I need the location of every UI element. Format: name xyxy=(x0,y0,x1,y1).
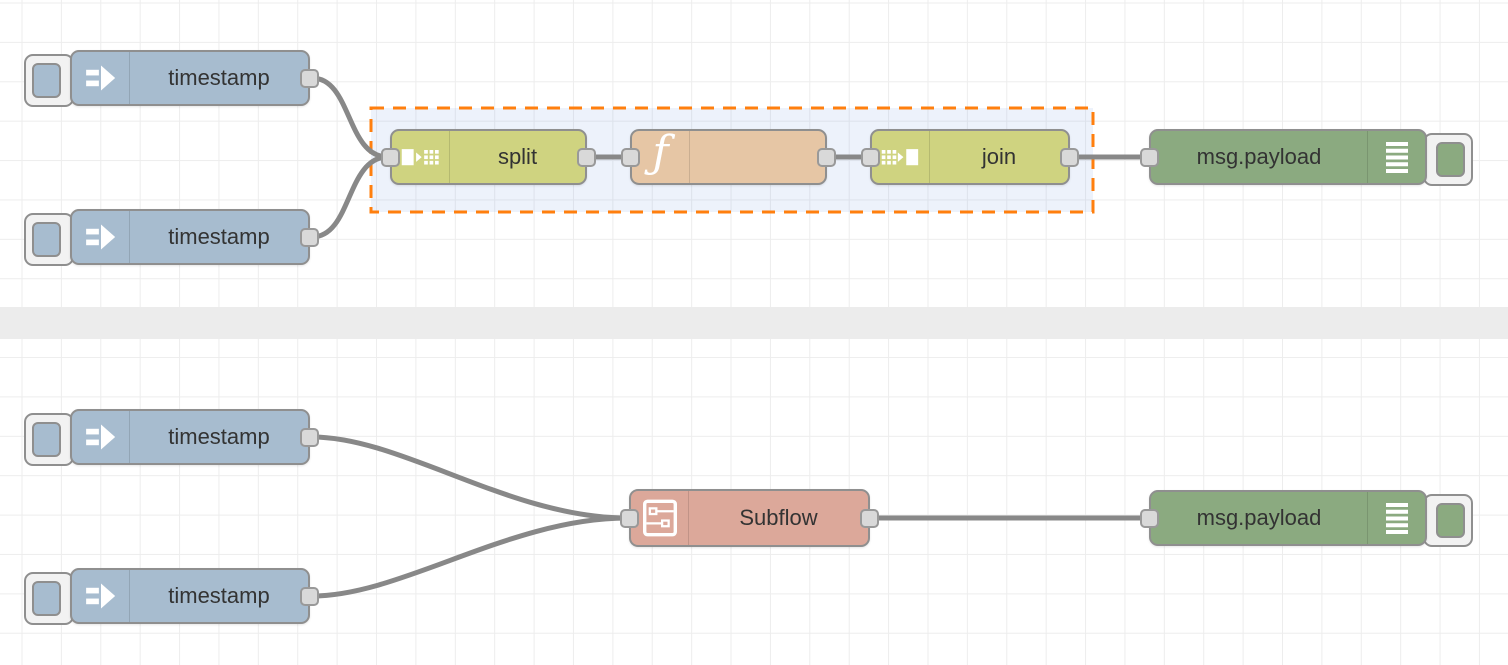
node-label: split xyxy=(497,144,538,169)
node-label: timestamp xyxy=(168,583,270,608)
inject-arrow-icon xyxy=(72,570,130,622)
wire[interactable] xyxy=(309,75,391,160)
wire[interactable] xyxy=(309,434,630,521)
node-inject-4[interactable]: timestamp xyxy=(24,568,319,625)
output-port[interactable] xyxy=(300,586,319,606)
debug-list-icon xyxy=(1367,492,1425,544)
inject-arrow-icon xyxy=(72,411,130,463)
input-port[interactable] xyxy=(621,147,640,167)
node-inject-1[interactable]: timestamp xyxy=(24,50,319,107)
inject-button[interactable] xyxy=(24,213,74,266)
input-port[interactable] xyxy=(381,147,400,167)
inject-button[interactable] xyxy=(24,572,74,625)
inject-arrow-icon xyxy=(72,52,130,104)
node-subflow-1[interactable]: Subflow xyxy=(620,489,879,547)
node-label: msg.payload xyxy=(1196,144,1322,169)
button-face[interactable] xyxy=(32,222,61,257)
function-f-icon: ƒ xyxy=(632,131,690,183)
output-port[interactable] xyxy=(300,68,319,88)
node-label: timestamp xyxy=(168,224,270,249)
input-port[interactable] xyxy=(1140,508,1159,528)
button-face[interactable] xyxy=(1436,503,1465,538)
node-inject-2[interactable]: timestamp xyxy=(24,209,319,266)
wire[interactable] xyxy=(309,515,630,599)
output-port[interactable] xyxy=(1060,147,1079,167)
join-icon xyxy=(872,131,930,183)
input-port[interactable] xyxy=(1140,147,1159,167)
output-port[interactable] xyxy=(860,508,879,528)
debug-toggle-button[interactable] xyxy=(1423,494,1473,547)
button-face[interactable] xyxy=(32,581,61,616)
wire[interactable] xyxy=(309,154,391,240)
button-face[interactable] xyxy=(1436,142,1465,177)
node-join-1[interactable]: join xyxy=(861,129,1079,185)
split-icon xyxy=(392,131,450,183)
node-debug-2[interactable]: msg.payload xyxy=(1140,490,1473,547)
node-label: Subflow xyxy=(739,505,818,530)
node-label: msg.payload xyxy=(1196,505,1322,530)
inject-arrow-icon xyxy=(72,211,130,263)
button-face[interactable] xyxy=(32,63,61,98)
button-face[interactable] xyxy=(32,422,61,457)
node-label: timestamp xyxy=(168,424,270,449)
node-label: timestamp xyxy=(168,65,270,90)
input-port[interactable] xyxy=(861,147,880,167)
node-debug-1[interactable]: msg.payload xyxy=(1140,129,1473,186)
node-split-1[interactable]: split xyxy=(381,129,596,185)
output-port[interactable] xyxy=(577,147,596,167)
node-inject-3[interactable]: timestamp xyxy=(24,409,319,466)
debug-list-icon xyxy=(1367,131,1425,183)
debug-toggle-button[interactable] xyxy=(1423,133,1473,186)
input-port[interactable] xyxy=(620,508,639,528)
output-port[interactable] xyxy=(300,227,319,247)
output-port[interactable] xyxy=(300,427,319,447)
node-label: join xyxy=(981,144,1017,169)
subflow-icon xyxy=(631,491,689,545)
output-port[interactable] xyxy=(817,147,836,167)
flow-divider xyxy=(0,307,1508,339)
node-function-1[interactable]: ƒ xyxy=(621,129,836,185)
